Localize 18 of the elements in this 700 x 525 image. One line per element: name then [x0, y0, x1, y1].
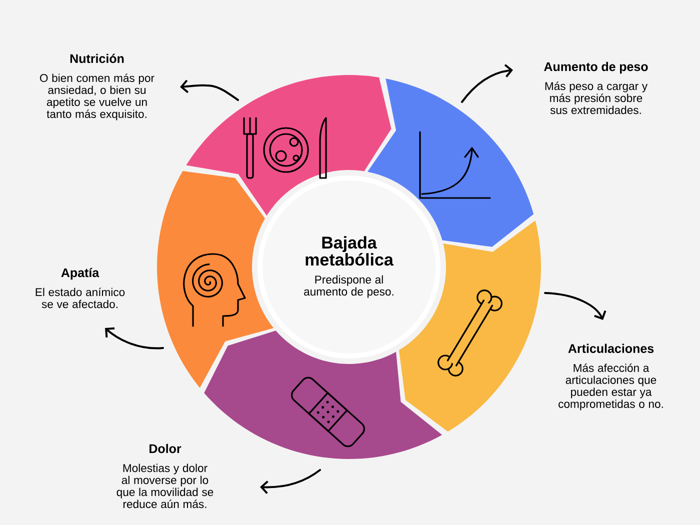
arrow [460, 64, 514, 103]
arrow [544, 292, 606, 320]
subtitle: Predispone al aumento de peso. [304, 275, 394, 298]
heading: Aumento de peso [544, 62, 648, 74]
arrow [180, 80, 239, 101]
arrow [260, 468, 322, 494]
center-circle [258, 176, 440, 358]
description: Molestias y dolor al moverse por lo que la movilidad se reduce aún más. [116, 464, 214, 508]
heading: Articulaciones [568, 344, 654, 353]
description: El estado anímico se ve afectado. [36, 288, 125, 308]
heading: Apatía [61, 268, 100, 280]
arrow [105, 327, 164, 350]
heading: Dolor [150, 444, 182, 454]
title: Bajada metabólica [306, 236, 394, 266]
description: Más afección a articulaciones que pueden estar ya comprometidas o no. [558, 364, 663, 410]
description: Más peso a cargar y más presión sobre sus extremidades. [545, 82, 648, 114]
description: O bien comen más por ansiedad, o bien su apetito se vuelve un tanto más exquisito. [40, 74, 154, 120]
heading: Nutrición [70, 54, 124, 64]
